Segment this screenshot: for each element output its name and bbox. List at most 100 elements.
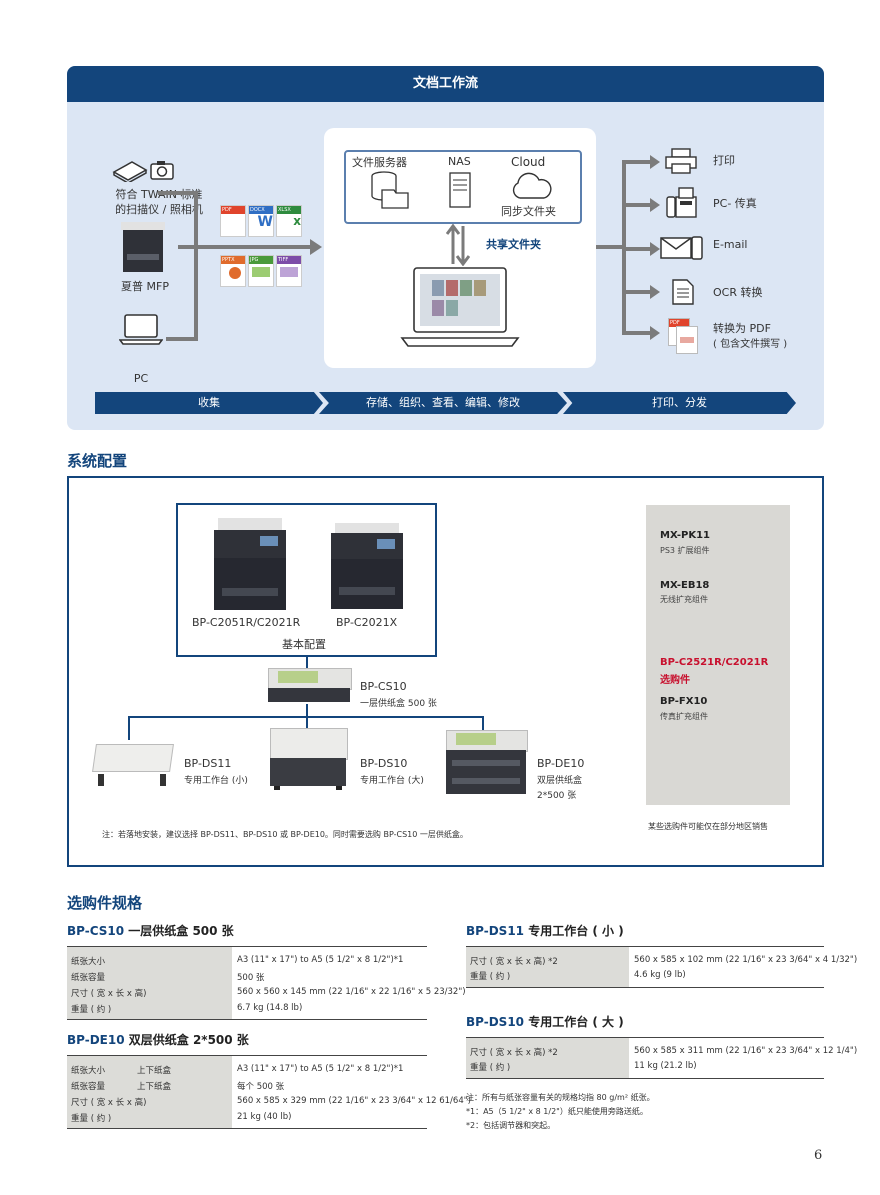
de10-row-value: 560 x 585 x 329 mm (22 1/16" x 23 3/64" … [237, 1096, 471, 1106]
jpg-file-icon: JPG [248, 255, 274, 287]
ds11-row-value: 4.6 kg (9 lb) [634, 970, 686, 980]
sync-folder-label: 同步文件夹 [501, 205, 556, 218]
laptop-icon [118, 313, 164, 349]
docx-file-icon: DOCX W [248, 205, 274, 237]
shared-folder-label: 共享文件夹 [486, 238, 541, 251]
file-format-icons: PDF DOCX W XLSX x PPTX JPG TIFF [218, 203, 304, 291]
options-panel [646, 505, 790, 805]
laptop-screen-icon [400, 266, 520, 352]
de10-row-label: 重量 ( 约 ) [71, 1114, 112, 1124]
file-server-icon [370, 170, 410, 214]
cs10-row-label: 尺寸 ( 宽 x 长 x 高) [71, 989, 147, 999]
de10-spec-table: 纸张大小 上下纸盒 A3 (11" x 17") to A5 (5 1/2" x… [67, 1055, 471, 1129]
camera-icon [150, 160, 174, 184]
ds11-name: BP-DS11 [184, 757, 232, 770]
email-icon [660, 236, 704, 264]
ds11-spec-title: BP-DS11 专用工作台 ( 小 ) [466, 924, 624, 938]
spec-note: *2：包括调节器和突起。 [466, 1121, 556, 1130]
base-config-label: 基本配置 [282, 638, 326, 651]
cs10-row-value: 560 x 560 x 145 mm (22 1/16" x 22 1/16" … [237, 987, 466, 997]
cs10-row-label: 重量 ( 约 ) [71, 1005, 112, 1015]
cs10-row-label: 纸张大小 [71, 957, 106, 967]
de10-desc2: 2*500 张 [537, 791, 577, 801]
storage-locations [344, 150, 582, 224]
option-c2521r-desc: 选购件 [660, 675, 690, 686]
output-pdf: 转换为 PDF [713, 322, 771, 335]
ds11-row-value: 560 x 585 x 102 mm (22 1/16" x 23 3/64" … [634, 955, 858, 965]
cs10-spec-table: 纸张大小 A3 (11" x 17") to A5 (5 1/2" x 8 1/… [67, 946, 466, 1020]
de10-row-label: 纸张大小 [71, 1066, 106, 1076]
option-bp-fx10-desc: 传真扩充组件 [660, 712, 708, 721]
page-number: 6 [814, 1148, 823, 1163]
model-a-label: BP-C2051R/C2021R [192, 616, 301, 629]
option-mx-pk11: MX-PK11 [660, 530, 710, 541]
de10-row-sub: 上下纸盒 [137, 1082, 172, 1092]
cs10-row-label: 纸张容量 [71, 973, 106, 983]
cs10-row-value: A3 (11" x 17") to A5 (5 1/2" x 8 1/2")*1 [237, 955, 404, 965]
spec-note: 注：所有与纸张容量有关的规格均指 80 g/m² 纸张。 [466, 1093, 655, 1102]
ds10-row-value: 11 kg (21.2 lb) [634, 1061, 697, 1071]
cloud-label: Cloud [511, 155, 546, 169]
ds11-row-label: 重量 ( 约 ) [470, 972, 511, 982]
pptx-file-icon: PPTX [220, 255, 246, 287]
pdf-convert-icon: PDF [668, 318, 698, 354]
cs10-row-value: 500 张 [237, 973, 265, 983]
ds10-desc: 专用工作台 (大) [360, 776, 424, 786]
mfp-c2021x-image [331, 523, 403, 609]
fax-icon [666, 187, 698, 223]
nas-icon [449, 172, 471, 212]
mfp-label: 夏普 MFP [121, 280, 169, 293]
output-ocr: OCR 转换 [713, 286, 763, 299]
de10-desc: 双层供纸盒 [537, 776, 583, 786]
sync-arrows-icon [445, 223, 471, 270]
nas-label: NAS [448, 155, 471, 168]
de10-image [446, 730, 528, 794]
ds11-desc: 专用工作台 (小) [184, 776, 248, 786]
xlsx-file-icon: XLSX x [276, 205, 302, 237]
stage-store: 存储、组织、查看、编辑、修改 [319, 392, 567, 414]
de10-row-label: 纸张容量 [71, 1082, 106, 1092]
output-pdf-sub: ( 包含文件撰写 ) [713, 339, 788, 350]
printer-icon [664, 148, 698, 178]
de10-row-sub: 上下纸盒 [137, 1066, 172, 1076]
ocr-document-icon [672, 279, 694, 309]
system-config-title: 系统配置 [67, 452, 128, 470]
options-note: 某些选购件可能仅在部分地区销售 [648, 822, 768, 831]
cs10-image [268, 668, 352, 704]
stage-print: 打印、分发 [563, 392, 796, 414]
ds11-row-label: 尺寸 ( 宽 x 长 x 高) *2 [470, 957, 558, 967]
system-note: 注：若落地安装，建议选择 BP-DS11、BP-DS10 或 BP-DE10。同… [102, 830, 468, 839]
workflow-title: 文档工作流 [67, 66, 824, 102]
option-c2521r: BP-C2521R/C2021R [660, 657, 769, 668]
ds10-row-label: 尺寸 ( 宽 x 长 x 高) *2 [470, 1048, 558, 1058]
ds10-row-value: 560 x 585 x 311 mm (22 1/16" x 23 3/64" … [634, 1046, 858, 1056]
ds10-row-label: 重量 ( 约 ) [470, 1063, 511, 1073]
de10-name: BP-DE10 [537, 757, 585, 770]
tiff-file-icon: TIFF [276, 255, 302, 287]
specs-title: 选购件规格 [67, 894, 143, 912]
ds10-image [270, 728, 348, 790]
cs10-row-value: 6.7 kg (14.8 lb) [237, 1003, 303, 1013]
cs10-desc: 一层供纸盒 500 张 [360, 699, 437, 709]
file-server-label: 文件服务器 [352, 156, 407, 169]
mfp-image [121, 222, 165, 272]
option-bp-fx10: BP-FX10 [660, 696, 708, 707]
ds11-spec-table: 尺寸 ( 宽 x 长 x 高) *2 560 x 585 x 102 mm (2… [466, 946, 857, 988]
cs10-name: BP-CS10 [360, 680, 407, 693]
option-mx-pk11-desc: PS3 扩展组件 [660, 546, 710, 555]
de10-row-value: 每个 500 张 [237, 1082, 285, 1092]
model-b-label: BP-C2021X [336, 616, 398, 629]
option-mx-eb18: MX-EB18 [660, 580, 710, 591]
option-mx-eb18-desc: 无线扩充组件 [660, 595, 708, 604]
ds11-image [92, 744, 174, 788]
stage-collect: 收集 [95, 392, 323, 414]
de10-spec-title: BP-DE10 双层供纸盒 2*500 张 [67, 1033, 249, 1047]
scanner-icon [112, 158, 148, 186]
cloud-icon [510, 172, 552, 204]
ds10-spec-title: BP-DS10 专用工作台 ( 大 ) [466, 1015, 624, 1029]
base-config-frame [176, 503, 437, 657]
de10-row-value: A3 (11" x 17") to A5 (5 1/2" x 8 1/2")*1 [237, 1064, 404, 1074]
ds10-spec-table: 尺寸 ( 宽 x 长 x 高) *2 560 x 585 x 311 mm (2… [466, 1037, 857, 1079]
pdf-file-icon: PDF [220, 205, 246, 237]
cs10-spec-title: BP-CS10 一层供纸盒 500 张 [67, 924, 234, 938]
